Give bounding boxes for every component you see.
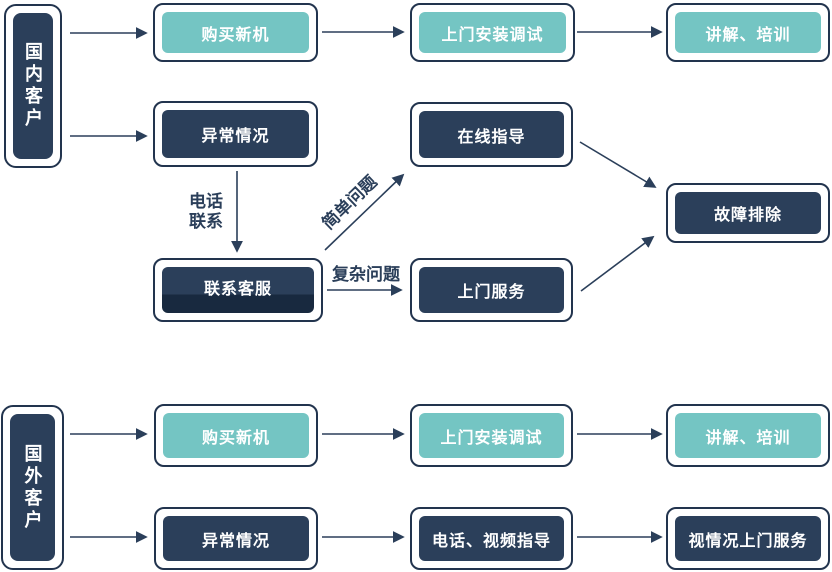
arrow-online-guidance-to-troubleshooting (579, 141, 657, 188)
node-overseas-customer: 国外客户 (1, 405, 64, 570)
node-online-guidance-label: 在线指导 (419, 111, 564, 158)
node-overseas-training: 讲解、培训 (666, 404, 830, 467)
node-domestic-abnormal-label: 异常情况 (162, 110, 309, 158)
node-domestic-abnormal: 异常情况 (153, 101, 318, 167)
node-overseas-training-label: 讲解、培训 (675, 413, 821, 458)
arrow-onsite-service-to-troubleshooting (580, 235, 655, 292)
node-troubleshooting-label: 故障排除 (675, 192, 821, 234)
node-conditional-onsite-service: 视情况上门服务 (666, 507, 830, 570)
node-conditional-onsite-service-label: 视情况上门服务 (675, 516, 821, 561)
node-contact-support: 联系客服 (153, 258, 323, 322)
edge-label-phone-contact-line1: 电话 (189, 192, 223, 211)
node-domestic-training: 讲解、培训 (666, 3, 830, 62)
edge-label-phone-contact-line2: 联系 (189, 212, 223, 232)
node-phone-video-guidance: 电话、视频指导 (410, 507, 573, 570)
node-phone-video-guidance-label: 电话、视频指导 (419, 516, 564, 561)
node-overseas-onsite-install-label: 上门安装调试 (419, 413, 564, 458)
node-domestic-onsite-install-label: 上门安装调试 (419, 12, 566, 53)
node-onsite-service-label: 上门服务 (419, 267, 564, 313)
node-overseas-onsite-install: 上门安装调试 (410, 404, 573, 467)
edge-label-complex-issue: 复杂问题 (332, 265, 400, 284)
edge-label-phone-contact: 电话 联系 (176, 192, 236, 232)
node-domestic-customer-label: 国内客户 (13, 13, 53, 159)
node-contact-support-label: 联系客服 (162, 267, 314, 313)
node-overseas-abnormal-label: 异常情况 (163, 516, 309, 561)
node-domestic-buy-new: 购买新机 (153, 3, 318, 62)
node-overseas-customer-label: 国外客户 (10, 414, 55, 561)
node-overseas-buy-new-label: 购买新机 (163, 413, 309, 458)
node-domestic-customer: 国内客户 (4, 4, 62, 168)
node-domestic-buy-new-label: 购买新机 (162, 12, 309, 53)
node-overseas-buy-new: 购买新机 (154, 404, 318, 467)
node-overseas-abnormal: 异常情况 (154, 507, 318, 570)
node-domestic-training-label: 讲解、培训 (675, 12, 821, 53)
arrow-contact-support-to-online-guidance (324, 173, 405, 251)
node-troubleshooting: 故障排除 (666, 183, 830, 243)
node-online-guidance: 在线指导 (410, 102, 573, 167)
node-domestic-onsite-install: 上门安装调试 (410, 3, 575, 62)
node-onsite-service: 上门服务 (410, 258, 573, 322)
